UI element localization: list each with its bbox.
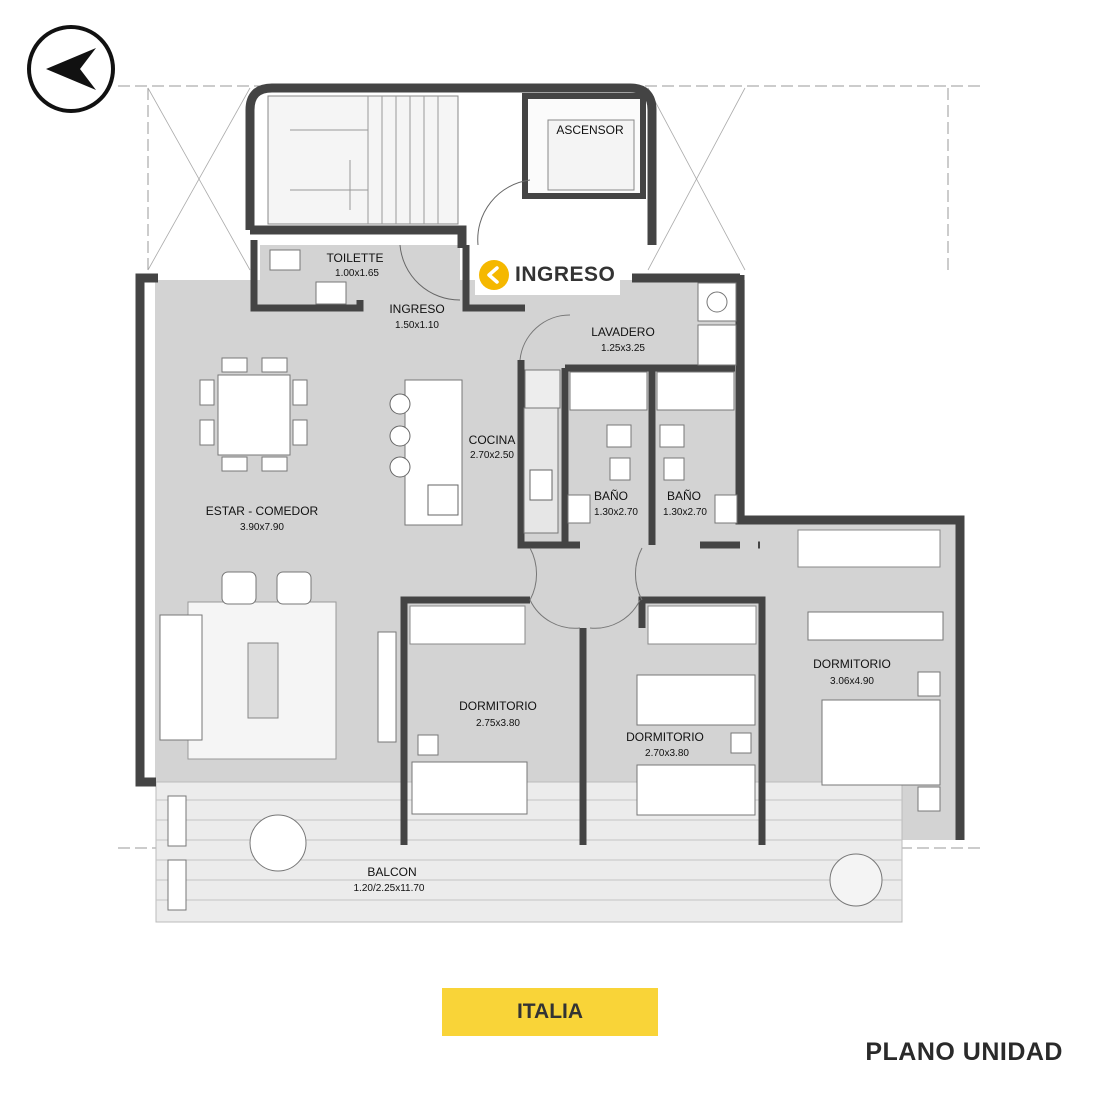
- bano1-label: BAÑO: [594, 489, 628, 503]
- cocina-size: 2.70x2.50: [470, 450, 514, 461]
- kitchen-sink: [529, 469, 553, 501]
- bano2-size: 1.30x2.70: [663, 507, 707, 518]
- toilette-sink: [315, 281, 347, 305]
- ingreso-wall: [462, 245, 525, 312]
- balcon-size: 1.20/2.25x11.70: [354, 883, 425, 894]
- dorm3-size: 3.06x4.90: [830, 676, 874, 687]
- dorm3-label: DORMITORIO: [813, 657, 891, 671]
- toilette-label: TOILETTE: [326, 251, 383, 265]
- light-wells: [147, 87, 746, 271]
- balcony-furniture: [167, 795, 883, 911]
- entry-marker: INGRESO: [475, 255, 620, 295]
- bar-stools: [389, 393, 411, 478]
- lavadero-label: LAVADERO: [591, 325, 655, 339]
- toilette-wall: [250, 240, 364, 312]
- elevator-cab: [547, 119, 635, 191]
- north-arrow-icon: [27, 25, 115, 113]
- estar-label: ESTAR - COMEDOR: [206, 504, 319, 518]
- toilette-size: 1.00x1.65: [335, 268, 379, 279]
- nightstands: [417, 671, 941, 812]
- armchairs: [221, 571, 312, 605]
- stair-core-inner: [250, 225, 467, 248]
- beds: [411, 611, 944, 816]
- tv-unit: [377, 631, 397, 743]
- toilette-fixture: [269, 249, 301, 271]
- stairs: [267, 95, 459, 225]
- ingreso-door-swing: [399, 244, 461, 301]
- chevron-left-icon: [479, 260, 509, 290]
- cocina-label: COCINA: [469, 433, 516, 447]
- street-name-badge: ITALIA: [442, 988, 658, 1036]
- kitchen-fridge: [524, 369, 561, 409]
- plan-title: PLANO UNIDAD: [865, 1038, 1063, 1066]
- laundry-fixtures: [697, 282, 737, 366]
- exterior-walls: [135, 273, 965, 840]
- cooktop: [427, 484, 459, 516]
- dining-chairs: [199, 357, 308, 472]
- room-labels: ASCENSOR TOILETTE 1.00x1.65 INGRESO 1.50…: [206, 123, 891, 894]
- sofa: [159, 614, 203, 741]
- ingreso-size: 1.50x1.10: [395, 320, 439, 331]
- bath-fixtures: [567, 371, 738, 524]
- bedroom-walls: [400, 596, 766, 845]
- wardrobes: [409, 529, 941, 645]
- bano2-label: BAÑO: [667, 489, 701, 503]
- dining-table: [217, 374, 291, 456]
- lavadero-size: 1.25x3.25: [601, 343, 645, 354]
- coffee-table: [247, 642, 279, 719]
- dorm2-size: 2.70x3.80: [645, 748, 689, 759]
- core-door-swing: [477, 179, 531, 246]
- interior-walls: [517, 360, 760, 549]
- bano1-size: 1.30x2.70: [594, 507, 638, 518]
- dorm1-label: DORMITORIO: [459, 699, 537, 713]
- dorm1-size: 2.75x3.80: [476, 718, 520, 729]
- entry-label: INGRESO: [515, 263, 616, 286]
- dorm2-label: DORMITORIO: [626, 730, 704, 744]
- estar-size: 3.90x7.90: [240, 522, 284, 533]
- stair-treads: [290, 96, 439, 224]
- balcon-label: BALCON: [367, 865, 416, 879]
- stair-core-wall: [245, 83, 657, 245]
- door-swings: [519, 314, 643, 629]
- ascensor-label: ASCENSOR: [556, 123, 624, 137]
- ingreso-label: INGRESO: [389, 302, 444, 316]
